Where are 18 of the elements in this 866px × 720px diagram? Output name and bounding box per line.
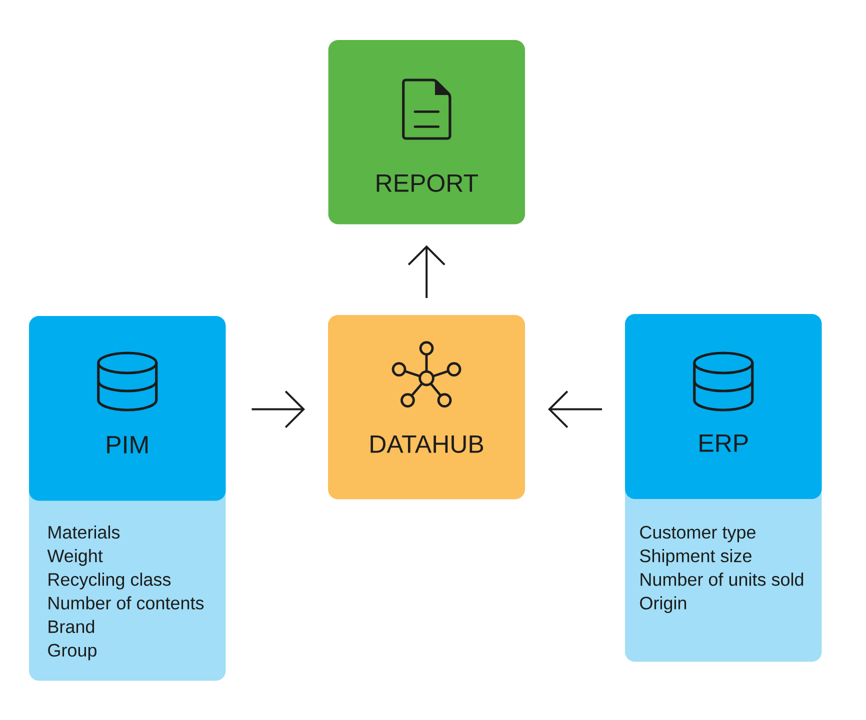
hub-box <box>328 315 525 500</box>
list-item: Customer type <box>640 526 756 542</box>
list-item: Brand <box>48 620 94 634</box>
list-item: Recycling class <box>48 572 171 590</box>
box-title: DATAHUB <box>370 436 484 453</box>
report-box <box>328 40 525 224</box>
list-item: Number of contents <box>48 596 204 610</box>
list-item: Materials <box>48 525 120 539</box>
list-item: Shipment size <box>640 549 752 566</box>
source-card <box>29 316 226 681</box>
list-item: Number of units sold <box>640 572 804 586</box>
source-card <box>625 314 822 662</box>
list-item: Origin <box>640 596 686 614</box>
list-item: Group <box>48 644 96 660</box>
list-item: Weight <box>47 549 103 566</box>
box-title: REPORT <box>376 174 478 192</box>
box-title: PIM <box>107 436 148 454</box>
box-title: ERP <box>700 434 748 452</box>
